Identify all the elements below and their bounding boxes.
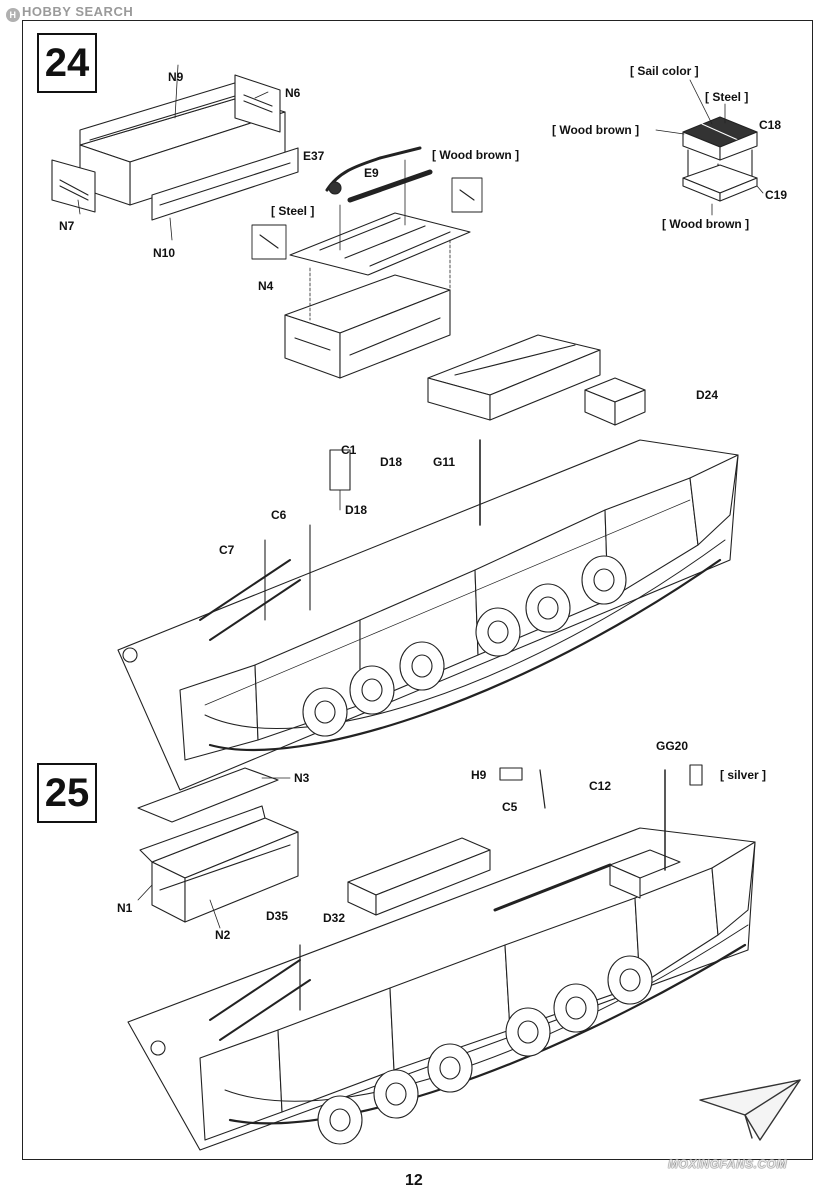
box-n-parts-step24 (51, 64, 299, 241)
label-n2: N2 (215, 928, 231, 942)
box-c18-c19-step24 (655, 79, 764, 216)
label-e37: E37 (303, 149, 325, 163)
label-steel: [ Steel ] (271, 204, 315, 218)
label-n4: N4 (258, 279, 274, 293)
tank-hull-step25 (127, 764, 756, 1151)
label-d35: D35 (266, 909, 289, 923)
label-wood-brown-lid: [ Wood brown ] (432, 148, 520, 162)
label-c5: C5 (502, 800, 518, 814)
label-sail-color: [ Sail color ] (630, 64, 699, 78)
label-wood-brown-base: [ Wood brown ] (662, 217, 750, 231)
label-n3: N3 (294, 771, 310, 785)
label-c1: C1 (341, 443, 357, 457)
label-d24: D24 (696, 388, 719, 402)
label-e9: E9 (364, 166, 379, 180)
hobby-search-logo-icon: H (6, 8, 20, 22)
label-g11: G11 (433, 455, 456, 469)
label-c7: C7 (219, 543, 235, 557)
step-24-number: 24 (37, 33, 97, 93)
tank-hull-step24 (117, 334, 739, 791)
label-d32: D32 (323, 911, 346, 925)
label-c6: C6 (271, 508, 287, 522)
label-d18-a: D18 (380, 455, 403, 469)
label-n9: N9 (168, 70, 184, 84)
moxingfans-watermark: MOXINGFANS.COM (668, 1157, 788, 1171)
label-c19: C19 (765, 188, 788, 202)
label-n7: N7 (59, 219, 75, 233)
moxingfans-logo-icon (699, 1079, 801, 1141)
label-n6: N6 (285, 86, 301, 100)
label-c18: C18 (759, 118, 782, 132)
label-wood-brown-box: [ Wood brown ] (552, 123, 640, 137)
label-silver: [ silver ] (720, 768, 767, 782)
label-steel-box: [ Steel ] (705, 90, 749, 104)
label-n10: N10 (153, 246, 176, 260)
page-border (22, 20, 813, 1160)
label-h9: H9 (471, 768, 487, 782)
stowage-box-n4-step24 (251, 146, 483, 379)
page-number: 12 (405, 1172, 423, 1189)
step-25-number: 25 (37, 763, 97, 823)
label-d18-b: D18 (345, 503, 368, 517)
label-gg20: GG20 (656, 739, 689, 753)
label-n1: N1 (117, 901, 133, 915)
label-c12: C12 (589, 779, 612, 793)
box-n1-n2-n3-step25 (137, 767, 299, 929)
